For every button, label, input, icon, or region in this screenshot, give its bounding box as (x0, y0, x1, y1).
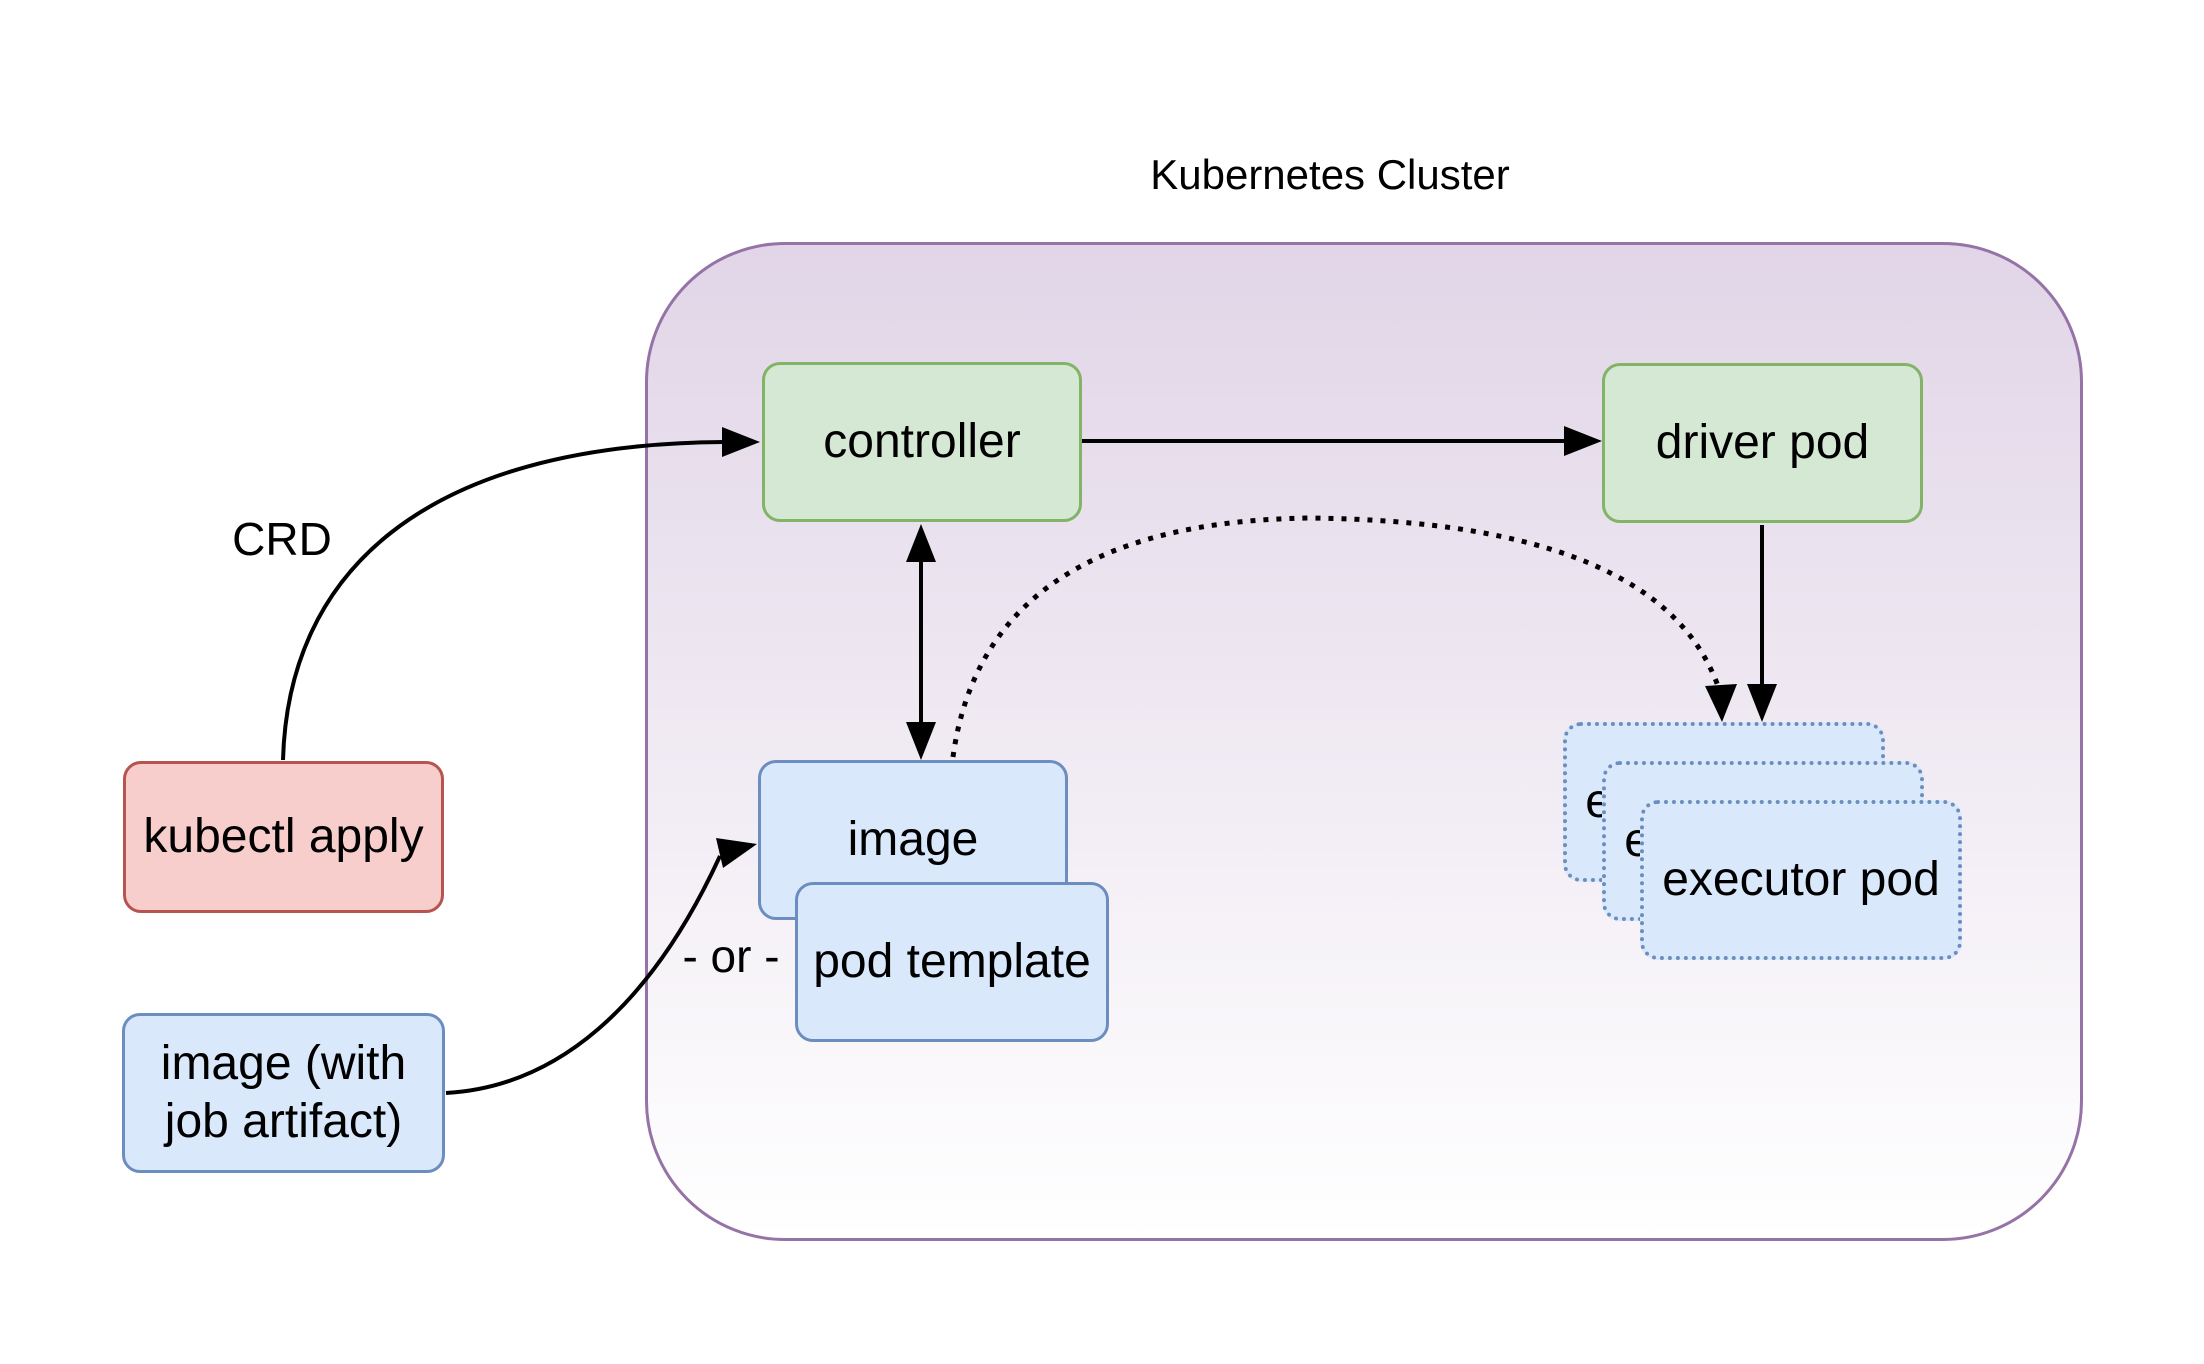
node-controller-label: controller (823, 415, 1021, 469)
node-pod-template-label: pod template (813, 935, 1091, 989)
edge-label-or: - or - (682, 930, 780, 982)
edge-label-crd: CRD (232, 513, 332, 565)
node-driver-pod: driver pod (1602, 363, 1923, 523)
node-controller: controller (762, 362, 1082, 522)
node-driver-pod-label: driver pod (1655, 416, 1870, 470)
node-kubectl-apply-label: kubectl apply (143, 810, 424, 864)
node-pod-template: pod template (795, 882, 1109, 1042)
cluster-title: Kubernetes Cluster (1150, 151, 1510, 198)
node-image-label: image (847, 813, 979, 867)
node-image-with-job-artifact: image (with job artifact) (122, 1013, 445, 1173)
node-kubectl-apply: kubectl apply (123, 761, 444, 913)
node-executor-pod-front: executor pod (1640, 800, 1962, 960)
node-image-with-job-artifact-label: image (with job artifact) (160, 1037, 407, 1148)
node-executor-pod-label: executor pod (1662, 853, 1940, 907)
